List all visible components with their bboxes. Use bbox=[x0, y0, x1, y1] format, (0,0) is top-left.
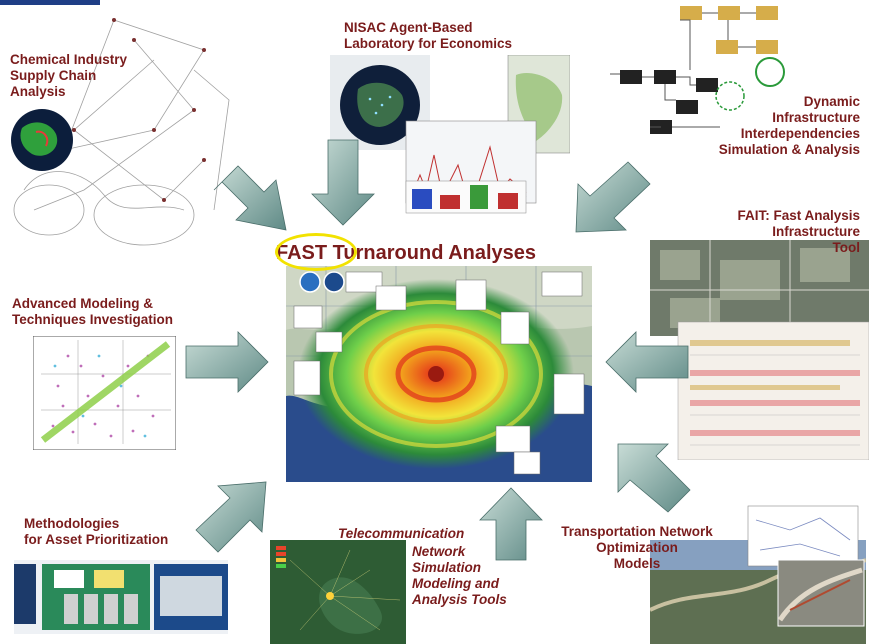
asset-prioritization-graphic bbox=[14, 560, 228, 634]
corner-bar bbox=[0, 0, 100, 5]
label-fait: FAIT: Fast Analysis Infrastructure Tool bbox=[737, 208, 860, 255]
arrow-nisac bbox=[311, 139, 375, 226]
arrow-chemical bbox=[213, 165, 287, 231]
arrow-telecom bbox=[479, 487, 543, 561]
label-chemical: Chemical Industry Supply Chain Analysis bbox=[10, 52, 128, 99]
telecom-graphic bbox=[270, 540, 406, 644]
transportation-graphic bbox=[650, 500, 866, 644]
dynamic-infrastructure-graphic bbox=[610, 0, 790, 150]
label-dynamic: Dynamic Infrastructure Interdependencies… bbox=[718, 94, 860, 157]
label-nisac: NISAC Agent-Based Laboratory for Economi… bbox=[344, 20, 513, 51]
label-telecom-italic: Telecommunication bbox=[338, 526, 465, 541]
arrow-dynamic bbox=[575, 161, 651, 233]
fait-graphic bbox=[650, 240, 869, 460]
arrow-methodologies bbox=[195, 481, 267, 553]
chemical-network-graphic bbox=[4, 10, 234, 255]
label-telecom: Network Simulation Modeling and Analysis… bbox=[412, 544, 507, 607]
fast-highlight-ring bbox=[275, 233, 357, 271]
label-methodologies: Methodologies for Asset Prioritization bbox=[24, 516, 169, 547]
scatter-plot-graphic bbox=[33, 336, 176, 450]
arrow-fait bbox=[605, 331, 689, 393]
arrow-advanced bbox=[185, 331, 269, 393]
title-rest: Turnaround Analyses bbox=[327, 242, 537, 264]
arrow-transport bbox=[617, 443, 691, 513]
label-advanced: Advanced Modeling & Techniques Investiga… bbox=[12, 296, 174, 327]
nisac-graphic bbox=[330, 55, 570, 215]
label-transport: Transportation Network Optimization Mode… bbox=[561, 524, 713, 571]
nisac-badge: NISAC bbox=[546, 282, 577, 293]
hurricane-map: NISAC bbox=[286, 266, 592, 482]
